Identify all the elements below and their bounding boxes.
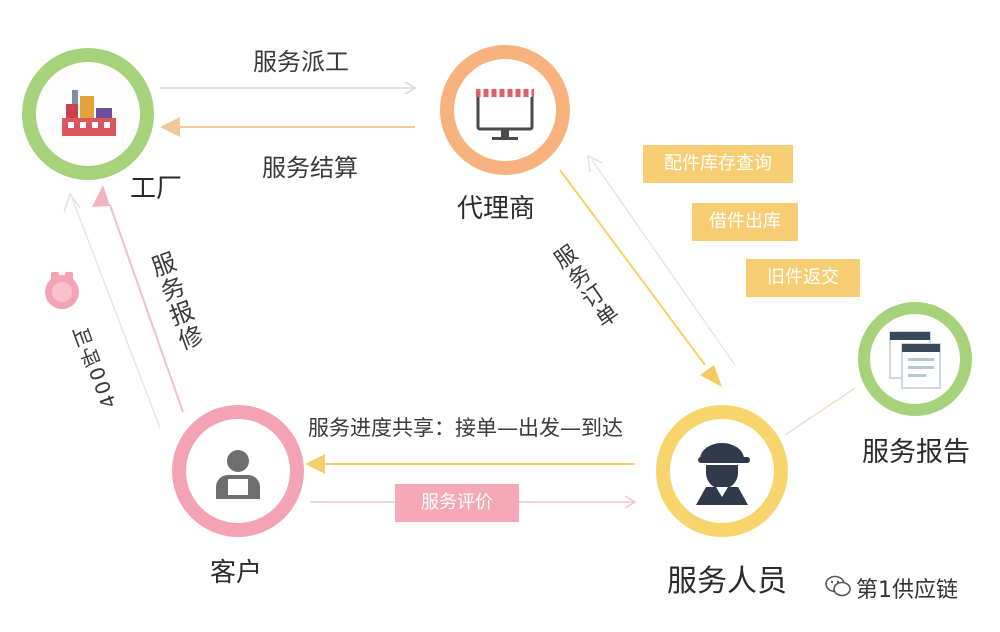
badge-borrow-parts: 借件出库 (692, 203, 798, 241)
report-label: 服务报告 (862, 437, 970, 468)
arrow-repair (109, 204, 184, 413)
badge-evaluation: 服务评价 (395, 484, 519, 522)
user-icon (216, 450, 260, 499)
phone-icon (45, 272, 79, 309)
document-icon (889, 331, 941, 389)
badge-parts-query: 配件库存查询 (643, 145, 793, 183)
arrow-hotline (71, 197, 161, 429)
agent-label: 代理商 (457, 194, 536, 224)
watermark-text: 第1供应链 (856, 578, 958, 603)
agent-node (440, 45, 570, 175)
arrow-report (784, 387, 856, 436)
dispatch-label: 服务派工 (253, 48, 349, 76)
factory-node (22, 48, 154, 180)
worker-icon (696, 443, 750, 505)
settlement-label: 服务结算 (262, 154, 358, 182)
progress-label: 服务进度共享：接单—出发—到达 (308, 416, 623, 440)
staff-label: 服务人员 (667, 564, 787, 599)
factory-label: 工厂 (130, 174, 183, 204)
staff-node (656, 405, 788, 537)
customer-node (172, 405, 304, 537)
badge-return-old: 旧件返交 (746, 259, 860, 297)
factory-icon (62, 90, 116, 136)
arrow-order (559, 169, 706, 366)
wechat-icon (825, 575, 851, 597)
customer-label: 客户 (210, 558, 263, 588)
shop-icon (476, 89, 534, 140)
arrow-staff-agent (591, 159, 736, 366)
report-node (858, 302, 972, 416)
